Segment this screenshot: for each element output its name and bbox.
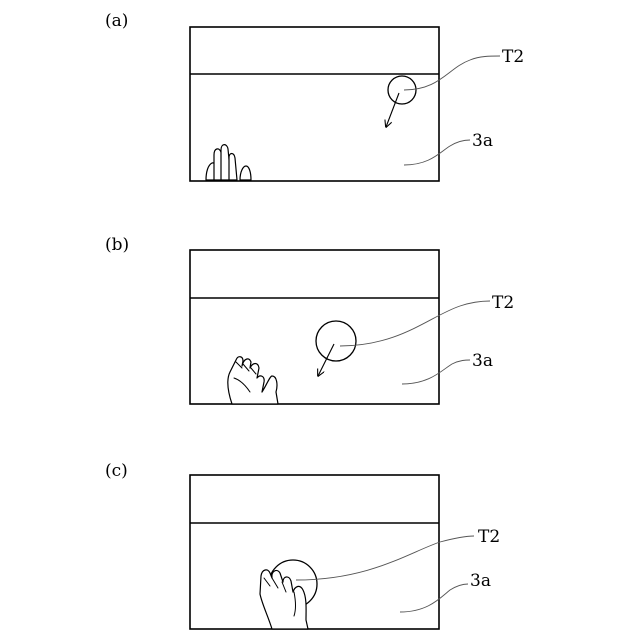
- panel-a-hand-icon: [206, 145, 251, 180]
- panel-c-3a-leader: [400, 584, 468, 612]
- panel-b-t2-label: T2: [492, 293, 514, 313]
- panel-c-3a-label: 3a: [470, 571, 491, 591]
- panel-a-label: (a): [105, 11, 128, 31]
- panel-b-3a-label: 3a: [472, 351, 493, 371]
- panel-b-label: (b): [105, 235, 129, 255]
- panel-c: (c) T2 3a: [105, 461, 500, 629]
- panel-a-t2-leader: [404, 56, 500, 90]
- panel-c-t2-label: T2: [478, 527, 500, 547]
- panel-c-t2-leader: [296, 536, 474, 580]
- panel-b-hand-icon: [228, 357, 278, 404]
- panel-c-screen-frame: [190, 475, 439, 629]
- panel-a: (a) T2 3a: [105, 11, 524, 181]
- panel-b: (b) T2 3a: [105, 235, 514, 404]
- panel-a-3a-leader: [404, 140, 470, 165]
- panel-b-t2-leader: [340, 301, 490, 346]
- panel-a-t2-label: T2: [502, 47, 524, 67]
- panel-c-label: (c): [105, 461, 128, 481]
- panel-b-3a-leader: [402, 360, 470, 384]
- panel-a-3a-label: 3a: [472, 131, 493, 151]
- panel-b-target-ball: [316, 321, 356, 361]
